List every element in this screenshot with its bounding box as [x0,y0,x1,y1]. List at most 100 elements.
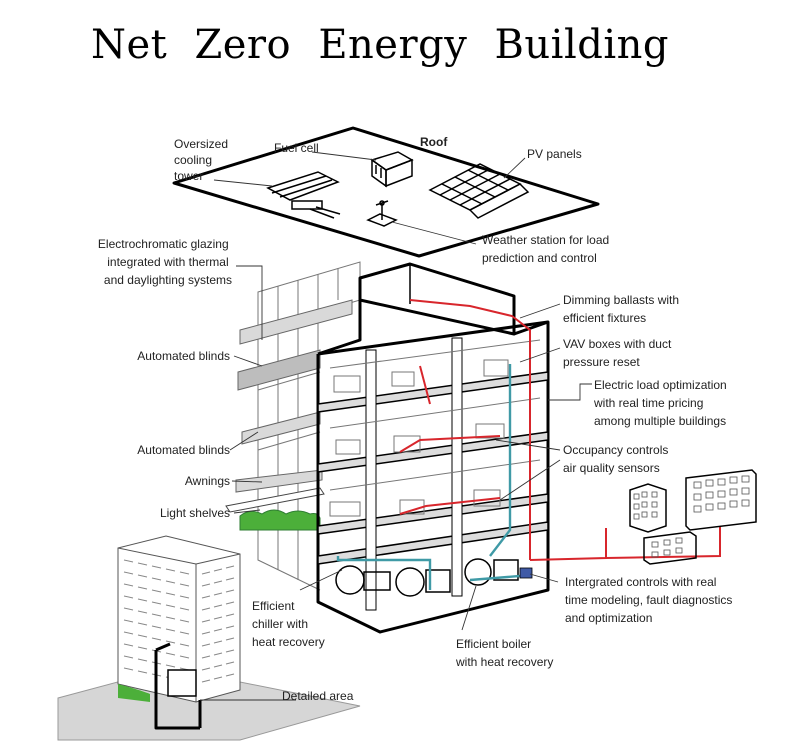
tower-window [225,601,235,605]
tower-window [213,604,223,608]
tower-window [165,616,176,620]
tower-window [201,643,211,647]
tower-window [201,571,211,575]
label-fuel-cell: Fuel cell [274,141,319,155]
tower-window [225,673,235,677]
roof-plan [172,126,600,258]
tower-window [201,631,211,635]
tower-window [213,568,223,572]
tower-window [213,640,223,644]
tower-window [225,661,235,665]
tower-window [201,583,211,587]
tower-window [179,655,190,659]
tower-window [137,646,148,650]
label-light-shelves: Light shelves [160,506,230,520]
tower-window [213,580,223,584]
tower-window [151,637,162,641]
tower-window [201,595,211,599]
tower-window [225,589,235,593]
labels: Oversized cooling tower Fuel cell Roof P… [98,135,736,703]
tower-window [165,652,176,656]
label-dimming-ballasts: Dimming ballasts with efficient fixtures [563,293,682,325]
tower-window [151,613,162,617]
fuel-cell-icon [370,151,414,188]
label-efficient-boiler: Efficient boiler with heat recovery [455,637,553,669]
tower-window [123,643,134,647]
tower-window [201,619,211,623]
tower-window [201,655,211,659]
tower-window [213,652,223,656]
tower-window [179,607,190,611]
tower-window [123,655,134,659]
label-electrochromatic-glazing: Electrochromatic glazing integrated with… [98,237,232,287]
tower-window [225,613,235,617]
tower-window [151,625,162,629]
tower-window [123,595,134,599]
tower-window [201,667,211,671]
tower-window [179,631,190,635]
tower-window [165,592,176,596]
tower-window [123,667,134,671]
tower-window [225,577,235,581]
tower-window [151,601,162,605]
tower-window [225,625,235,629]
tower-window [137,562,148,566]
tower-window [165,664,176,668]
tower-window [137,586,148,590]
tower-window [179,595,190,599]
tower-window [123,571,134,575]
label-efficient-chiller: Efficient chiller with heat recovery [252,599,325,649]
tower-window [151,565,162,569]
tower-window [123,607,134,611]
tower-window [179,619,190,623]
tower-window [201,679,211,683]
tower-window [123,631,134,635]
tower-window [213,628,223,632]
tower-window [165,568,176,572]
label-oversized-cooling-tower: Oversized cooling tower [174,137,231,183]
tower-window [213,616,223,620]
label-occupancy-controls: Occupancy controls air quality sensors [563,443,672,475]
tower-window [137,670,148,674]
tower-window [225,637,235,641]
tower-window [137,658,148,662]
label-roof: Roof [420,135,448,149]
tower-window [137,598,148,602]
tower-window [137,622,148,626]
tower-window [201,607,211,611]
label-electric-load-optimization: Electric load optimization with real tim… [593,378,730,428]
pv-panels-icon [428,163,530,219]
tower-window [137,574,148,578]
tower-window [165,580,176,584]
tower-window [137,610,148,614]
label-weather-station: Weather station for load prediction and … [482,233,613,265]
label-pv-panels: PV panels [527,147,582,161]
tower-window [179,643,190,647]
label-vav-boxes: VAV boxes with duct pressure reset [563,337,675,369]
tower-window [225,649,235,653]
tower-window [165,628,176,632]
tower-window [137,634,148,638]
label-detailed-area: Detailed area [282,689,354,703]
tower-window [123,559,134,563]
weather-station-icon [366,200,398,227]
tower-window [179,583,190,587]
building-left-wing [225,261,361,591]
label-automated-blinds-upper: Automated blinds [137,349,230,363]
multiple-buildings [629,469,757,565]
tower-window [165,640,176,644]
context-tower [57,535,361,741]
tower-window [213,676,223,680]
tower-window [225,565,235,569]
tower-window [165,604,176,608]
tower-window [213,664,223,668]
label-automated-blinds-lower: Automated blinds [137,443,230,457]
tower-window [151,589,162,593]
tower-window [123,619,134,623]
cooling-tower-icon [266,171,341,219]
building-cutaway [316,262,721,634]
label-integrated-controls: Intergrated controls with real time mode… [565,575,736,625]
leader-lines [229,265,592,631]
label-awnings: Awnings [185,474,230,488]
